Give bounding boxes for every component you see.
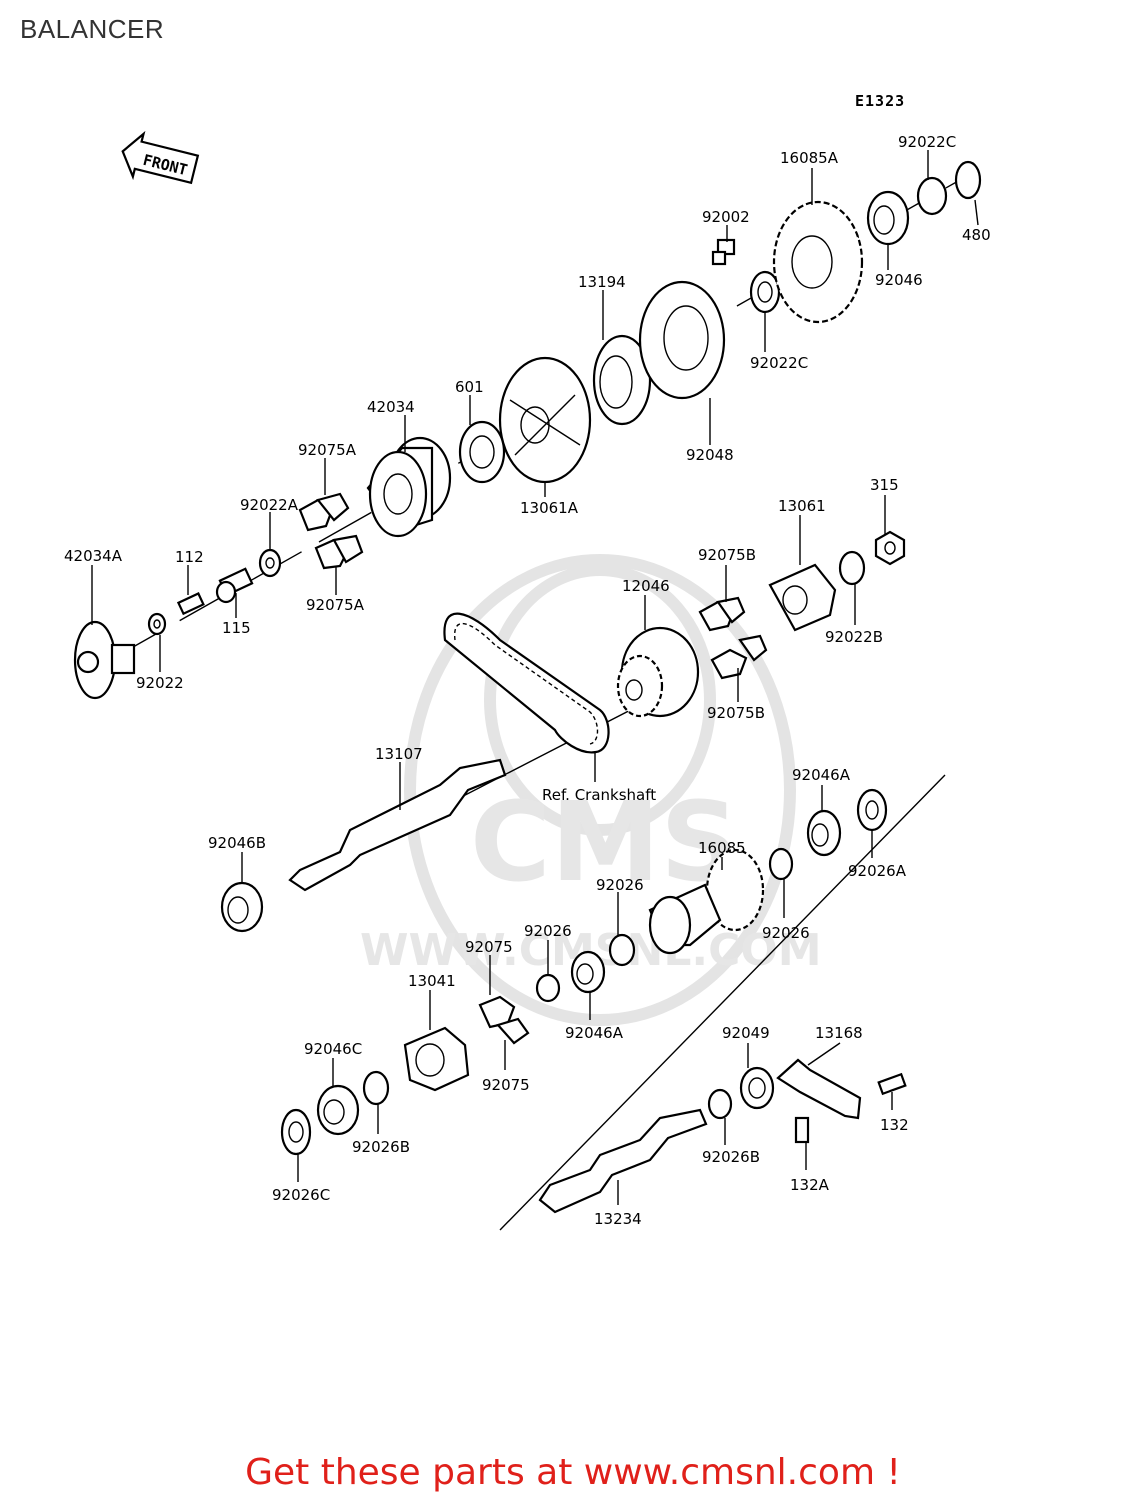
part-92075-damper — [478, 995, 530, 1045]
part-13061A-hub — [498, 356, 592, 484]
label-92026-right: 92026 — [762, 924, 810, 942]
label-92075-top: 92075 — [465, 938, 513, 956]
label-92046C: 92046C — [304, 1040, 362, 1058]
label-132: 132 — [880, 1116, 909, 1134]
label-92046B: 92046B — [208, 834, 266, 852]
part-92026A-seal — [856, 788, 888, 832]
part-92075B-damper-top — [698, 596, 746, 632]
label-112: 112 — [175, 548, 204, 566]
part-92046A-bearing-mid — [570, 950, 606, 994]
label-92026C: 92026C — [272, 1186, 330, 1204]
label-13234: 13234 — [594, 1210, 642, 1228]
part-92026B-washer-right — [707, 1088, 733, 1120]
label-42034: 42034 — [367, 398, 415, 416]
part-92026C-seal — [280, 1108, 312, 1156]
label-92046A-mid: 92046A — [565, 1024, 624, 1042]
label-92026-left: 92026 — [524, 922, 572, 940]
label-16085A: 16085A — [780, 149, 839, 167]
part-92048-plate — [638, 280, 726, 400]
label-92075B-top: 92075B — [698, 546, 756, 564]
part-13061-hub — [768, 563, 837, 632]
watermark-logo: CMS — [470, 778, 739, 906]
label-92022A: 92022A — [240, 496, 299, 514]
part-13041-hub — [403, 1026, 470, 1092]
leader-lines — [91, 150, 979, 1205]
label-92002: 92002 — [702, 208, 750, 226]
part-16085A-sprocket — [772, 200, 864, 324]
diagram-code: E1323 — [855, 92, 906, 110]
label-92049: 92049 — [722, 1024, 770, 1042]
part-92075A-damper-top — [298, 492, 350, 532]
label-13061: 13061 — [778, 497, 826, 515]
part-92026B-washer-left — [362, 1070, 390, 1106]
call-to-action-link[interactable]: Get these parts at www.cmsnl.com ! — [245, 1452, 901, 1493]
drive-chain — [443, 612, 610, 754]
part-112-bolt — [176, 592, 205, 616]
part-92022B-washer — [838, 550, 866, 586]
label-92075A-bottom: 92075A — [306, 596, 365, 614]
part-92075A-damper-bottom — [314, 534, 364, 570]
label-92026A: 92026A — [848, 862, 907, 880]
part-42034-housing — [366, 436, 452, 538]
part-92022-washer — [147, 612, 167, 636]
label-13041: 13041 — [408, 972, 456, 990]
label-92075-bottom: 92075 — [482, 1076, 530, 1094]
part-12046-sprocket — [616, 626, 700, 718]
part-42034A-flange — [73, 620, 136, 700]
label-92046A-right: 92046A — [792, 766, 851, 784]
label-92075A-top: 92075A — [298, 441, 357, 459]
part-13168-lever — [776, 1058, 862, 1120]
label-92026B-left: 92026B — [352, 1138, 410, 1156]
label-315: 315 — [870, 476, 899, 494]
part-92049-bushing — [739, 1066, 775, 1110]
label-92048: 92048 — [686, 446, 734, 464]
part-132-bolt — [877, 1072, 907, 1096]
label-92046-top: 92046 — [875, 271, 923, 289]
part-315-nut — [874, 530, 906, 566]
page-title: BALANCER — [20, 14, 165, 44]
front-arrow-icon: FRONT — [121, 130, 200, 185]
part-115-pin — [215, 567, 254, 604]
part-13234-shaft — [538, 1108, 708, 1214]
label-115: 115 — [222, 619, 251, 637]
part-labels: 16085A 92022C 480 92002 92046 13194 9202… — [64, 133, 991, 1228]
part-92022C-washer-top — [916, 176, 948, 216]
part-92046B-bearing — [220, 881, 264, 933]
part-92026-washer-left — [535, 973, 561, 1003]
part-92026-washer-right — [768, 847, 794, 881]
part-92046C-bearing — [316, 1084, 360, 1136]
part-480-circlip — [954, 160, 982, 200]
part-92002-bolt — [711, 238, 736, 266]
label-92022C-top: 92022C — [898, 133, 956, 151]
label-13107: 13107 — [375, 745, 423, 763]
part-16085-gear — [648, 848, 765, 955]
part-92026-washer-mid — [608, 933, 636, 967]
label-601: 601 — [455, 378, 484, 396]
label-12046: 12046 — [622, 577, 670, 595]
label-13194: 13194 — [578, 273, 626, 291]
label-13168: 13168 — [815, 1024, 863, 1042]
part-92022A-washer — [258, 548, 282, 578]
part-132A-bolt — [794, 1116, 810, 1144]
part-601-bearing — [458, 420, 506, 484]
label-16085: 16085 — [698, 839, 746, 857]
label-92022C-mid: 92022C — [750, 354, 808, 372]
label-92022: 92022 — [136, 674, 184, 692]
part-13107-shaft — [288, 758, 507, 892]
watermark: CMS WWW.CMSNL.COM — [360, 554, 822, 1026]
label-92026B-right: 92026B — [702, 1148, 760, 1166]
label-480: 480 — [962, 226, 991, 244]
label-92026-mid: 92026 — [596, 876, 644, 894]
label-92075B-bottom: 92075B — [707, 704, 765, 722]
label-132A: 132A — [790, 1176, 830, 1194]
label-ref-crankshaft: Ref. Crankshaft — [542, 786, 656, 804]
label-92022B: 92022B — [825, 628, 883, 646]
part-92046A-bearing-right — [806, 809, 842, 857]
part-92046-needle-bearing — [866, 190, 910, 246]
part-13194-bearing — [592, 334, 652, 426]
label-42034A: 42034A — [64, 547, 123, 565]
label-13061A: 13061A — [520, 499, 579, 517]
